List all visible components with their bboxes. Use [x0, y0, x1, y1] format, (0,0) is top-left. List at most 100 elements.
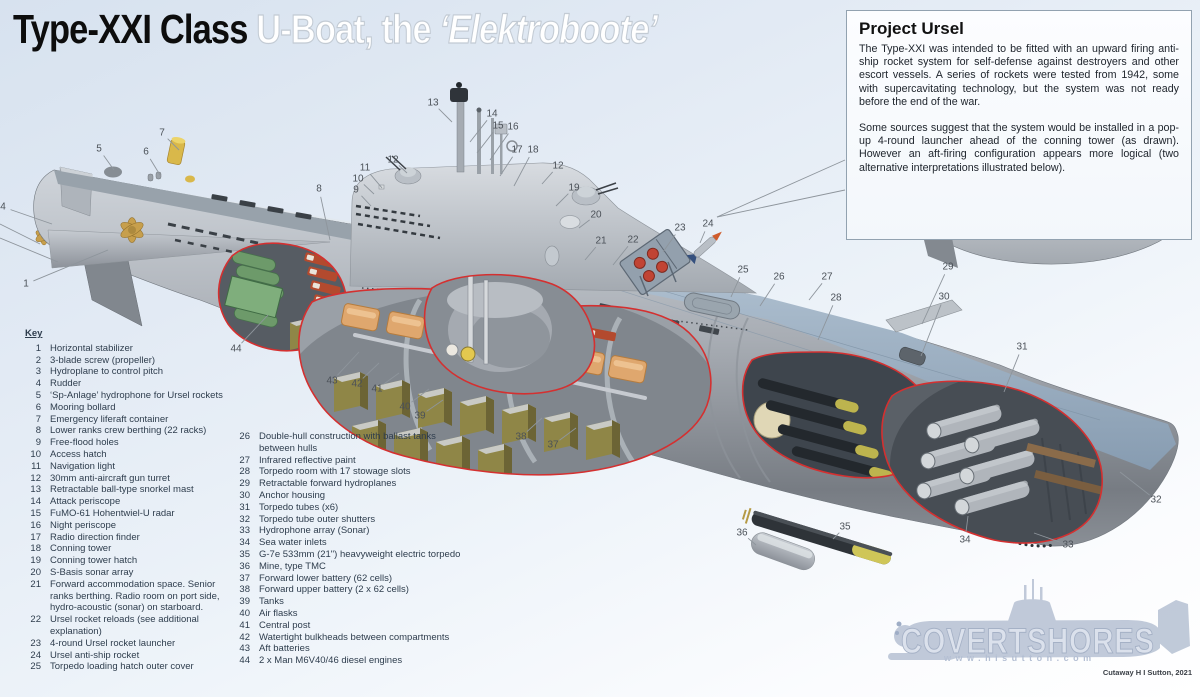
- key-item-label: Free-flood holes: [50, 437, 119, 449]
- key-item-label: Aft batteries: [259, 643, 310, 655]
- key-item-number: 6: [35, 401, 41, 413]
- key-item-label: Rudder: [50, 378, 82, 390]
- key-item: 28 Torpedo room with 17 stowage slots: [232, 466, 462, 478]
- forward-hydroplane: [885, 299, 963, 333]
- key-item-label: Torpedo room with 17 stowage slots: [259, 466, 411, 478]
- key-item: 5 ‘Sp-Anlage’ hydrophone for Ursel rocket…: [25, 390, 237, 402]
- torpedo-loading-hatch: [683, 292, 741, 320]
- key-item: 9 Free-flood holes: [25, 437, 237, 449]
- deck-hatches-aft: [211, 194, 312, 220]
- key-item-number: 44: [239, 655, 250, 667]
- key-item-label: 4-round Ursel rocket launcher: [50, 637, 176, 649]
- key-item-number: 27: [239, 454, 250, 466]
- key-item-number: 20: [30, 566, 41, 578]
- key-item-number: 42: [239, 631, 250, 643]
- g7e-torpedo: [741, 507, 893, 565]
- key-item-label: Anchor housing: [259, 489, 326, 501]
- key-item: 13 Retractable ball-type snorkel mast: [25, 484, 237, 496]
- key-item-label: Air flasks: [259, 607, 298, 619]
- key-item-label: Hydrophone array (Sonar): [259, 525, 370, 537]
- key-item: 29 Retractable forward hydroplanes: [232, 478, 462, 490]
- launcher-leg: [667, 261, 677, 283]
- key-item-number: 28: [239, 466, 250, 478]
- key-item-label: Forward lower battery (62 cells): [259, 572, 393, 584]
- key-item-label: Tanks: [259, 596, 284, 608]
- key-item-label: Ursel anti-ship rocket: [50, 649, 140, 661]
- key-item-number: 29: [239, 478, 250, 490]
- key-item-label: Mine, type TMC: [259, 560, 326, 572]
- key-item-label: Infrared reflective paint: [259, 454, 356, 466]
- project-box-paragraph-1: The Type-XXI was intended to be fitted w…: [859, 43, 1179, 108]
- key-item: 21 Forward accommodation space. Senior ra…: [25, 579, 237, 614]
- key-item-number: 15: [30, 507, 41, 519]
- key-item-number: 3: [35, 366, 41, 378]
- key-item-number: 9: [35, 437, 41, 449]
- key-item-label: Retractable forward hydroplanes: [259, 478, 397, 490]
- aft-deck: [54, 170, 360, 240]
- key-item-number: 5: [35, 389, 41, 401]
- key-item-number: 36: [239, 560, 250, 572]
- key-item: 11 Navigation light: [25, 461, 237, 473]
- key-item-label: G-7e 533mm (21") heavyweight electric to…: [259, 548, 461, 560]
- propeller-icon: [120, 217, 144, 243]
- project-box-paragraph-2: Some sources suggest that the system wou…: [859, 122, 1179, 174]
- title-uboat-text: U-Boat, the: [247, 5, 440, 52]
- key-item-label: Forward upper battery (2 x 62 cells): [259, 584, 409, 596]
- key-item: 38 Forward upper battery (2 x 62 cells): [232, 584, 462, 596]
- key-item: 36 Mine, type TMC: [232, 561, 462, 573]
- key-item-label: ‘Sp-Anlage’ hydrophone for Ursel rockets: [50, 389, 223, 401]
- key-item-number: 17: [30, 531, 41, 543]
- key-item-number: 11: [31, 460, 41, 472]
- key-item-number: 38: [239, 584, 250, 596]
- key-item-label: Emergency liferaft container: [50, 413, 169, 425]
- s-basis-sonar: [559, 215, 581, 229]
- key-item-number: 13: [30, 484, 41, 496]
- key-item-number: 19: [30, 555, 41, 567]
- tower-oval-door: [544, 245, 560, 267]
- navigation-light: [378, 184, 385, 190]
- key-item: 44 2 x Man M6V40/46 diesel engines: [232, 655, 462, 667]
- key-item-number: 21: [30, 578, 41, 590]
- watermark-brand: COVERTSHORES: [901, 622, 1155, 662]
- mooring-bollard: [155, 171, 162, 180]
- ursel-rocket: [686, 231, 722, 265]
- key-item-label: 30mm anti-aircraft gun turret: [50, 472, 170, 484]
- key-item-label: FuMO-61 Hohentwiel-U radar: [50, 507, 175, 519]
- key-item: 15 FuMO-61 Hohentwiel-U radar: [25, 508, 237, 520]
- mooring-bollard: [147, 173, 154, 182]
- key-item-number: 34: [239, 537, 250, 549]
- free-flood-holes-stern2: [174, 238, 263, 260]
- key-item-number: 30: [239, 489, 250, 501]
- key-item-label: Forward accommodation space. Senior rank…: [50, 578, 220, 614]
- key-item-number: 31: [239, 501, 250, 513]
- key-item: 27 Infrared reflective paint: [232, 455, 462, 467]
- key-item-number: 41: [239, 619, 250, 631]
- key-item-label: Radio direction finder: [50, 531, 140, 543]
- attack-periscope: [476, 107, 482, 174]
- key-item-number: 37: [239, 572, 250, 584]
- key-item-label: Retractable ball-type snorkel mast: [50, 484, 194, 496]
- key-item-label: Navigation light: [50, 460, 115, 472]
- key-item-number: 7: [35, 413, 41, 425]
- key-item-label: 2 x Man M6V40/46 diesel engines: [259, 655, 403, 667]
- key-item-label: Double-hull construction with ballast ta…: [259, 431, 436, 454]
- radio-direction-finder-loop: [506, 140, 518, 152]
- key-item-number: 25: [30, 661, 41, 673]
